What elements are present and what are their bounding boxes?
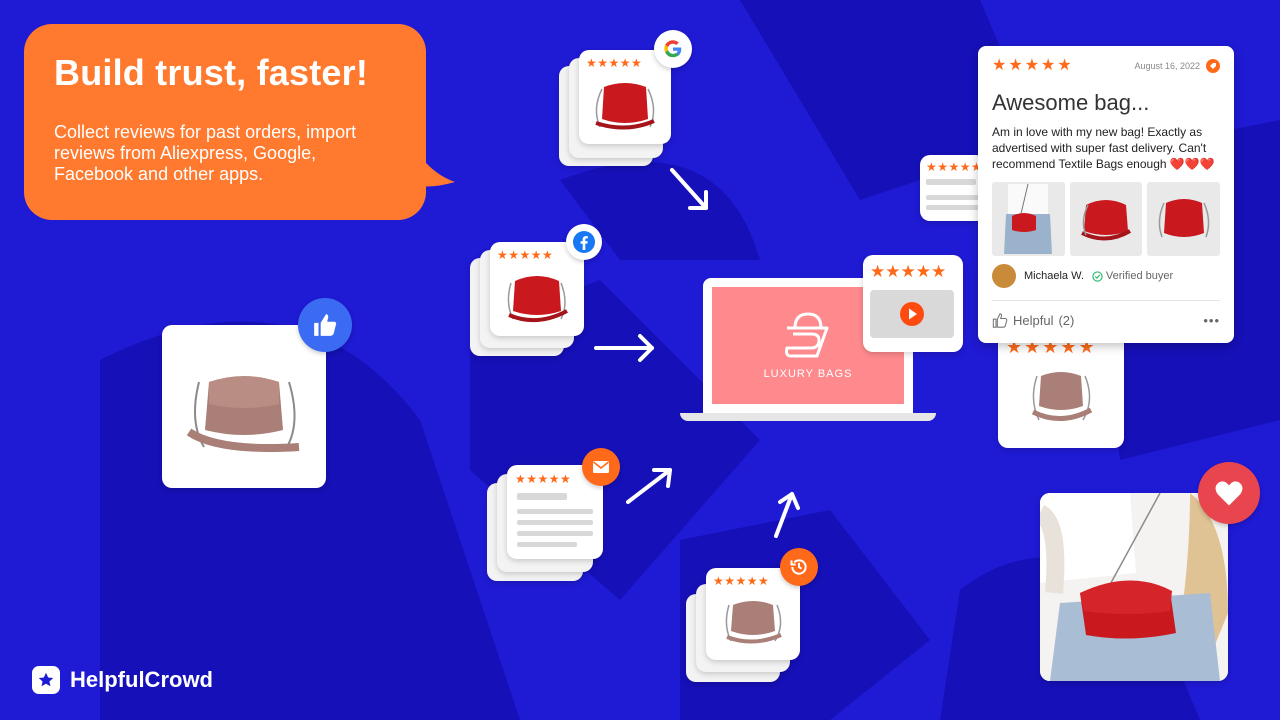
email-badge [582, 448, 620, 486]
history-review-card: ★★★★★ [706, 568, 800, 660]
text-line [517, 531, 593, 536]
heart-badge [1198, 462, 1260, 524]
divider [992, 300, 1220, 301]
text-line [926, 205, 980, 210]
person-with-red-bag-image [1040, 493, 1228, 681]
brand-logo-icon [32, 666, 60, 694]
helpful-label: Helpful [1013, 313, 1054, 328]
text-line [517, 520, 593, 525]
thumbs-up-icon [992, 313, 1008, 328]
facebook-card-stars: ★★★★★ [497, 248, 554, 262]
facebook-badge [566, 224, 602, 260]
mini-card-stars: ★★★★★ [926, 160, 983, 174]
helpful-count: (2) [1058, 313, 1075, 328]
email-card-stars: ★★★★★ [515, 472, 572, 486]
person-with-red-bag-image [1004, 184, 1053, 254]
tan-bag-image [725, 601, 782, 644]
star-icon [38, 672, 54, 687]
review-card: ★★★★★ August 16, 2022 Awesome bag... Am … [978, 46, 1234, 343]
more-options-button[interactable]: ••• [1203, 313, 1220, 328]
thumbs-up-icon [314, 314, 337, 336]
tan-bag-review-card: ★★★★★ [998, 330, 1124, 448]
headline-body: Collect reviews for past orders, import … [54, 122, 357, 184]
facebook-icon [573, 231, 595, 253]
red-bag-image [1158, 199, 1209, 238]
avatar [992, 264, 1016, 288]
headline-bubble: Build trust, faster! Collect reviews for… [24, 24, 426, 220]
review-body: Am in love with my new bag! Exactly as a… [992, 125, 1215, 171]
review-date: August 16, 2022 [1134, 61, 1200, 71]
history-badge [780, 548, 818, 586]
email-icon [593, 461, 609, 473]
review-stars: ★★★★★ [992, 57, 1074, 74]
video-review-card: ★★★★★ [863, 255, 963, 352]
review-photos [992, 182, 1221, 256]
history-icon [790, 559, 807, 575]
text-line [926, 195, 980, 200]
history-card-stars: ★★★★★ [713, 574, 770, 588]
red-bag-image [507, 276, 568, 323]
verified-label: Verified buyer [1105, 270, 1174, 282]
laptop-base [680, 413, 936, 421]
video-card-stars: ★★★★★ [870, 262, 947, 281]
text-line [517, 493, 567, 500]
reviewer-row: Michaela W. Verified buyer [992, 264, 1220, 288]
review-photo[interactable] [1147, 182, 1221, 256]
google-badge [654, 30, 692, 68]
google-card-stars: ★★★★★ [586, 56, 643, 70]
review-photo[interactable] [1069, 182, 1143, 256]
facebook-review-card: ★★★★★ [490, 242, 584, 336]
text-line [517, 542, 577, 547]
tan-bag-image [186, 375, 300, 452]
red-bag-image [595, 83, 655, 130]
heart-photo-card [1040, 493, 1228, 681]
video-thumbnail[interactable] [870, 290, 954, 338]
helpful-button[interactable]: Helpful (2) [992, 313, 1074, 328]
tag-icon [1206, 59, 1220, 73]
mini-review-card: ★★★★★ [920, 155, 986, 221]
thumbs-up-badge [298, 298, 352, 352]
verified-badge: Verified buyer [1092, 270, 1173, 282]
headline-title: Build trust, faster! [54, 52, 369, 93]
tan-bag-image [1031, 372, 1093, 421]
reviewer-name: Michaela W. [1024, 270, 1084, 282]
google-review-card: ★★★★★ [579, 50, 671, 144]
text-line [517, 509, 593, 514]
thumbs-up-product-card [162, 325, 326, 488]
luxury-bags-logo-icon [785, 311, 829, 357]
brand-name: HelpfulCrowd [70, 667, 213, 692]
google-icon [664, 40, 682, 58]
laptop-brand: LUXURY BAGS [763, 367, 853, 380]
red-bag-image [1081, 200, 1132, 241]
check-circle-icon [1092, 270, 1103, 282]
heart-icon [1215, 481, 1243, 506]
review-photo[interactable] [992, 182, 1065, 256]
play-icon[interactable] [899, 301, 925, 327]
text-line [926, 179, 976, 185]
review-title: Awesome bag... [992, 90, 1150, 115]
helpfulcrowd-logo: HelpfulCrowd [32, 666, 213, 694]
